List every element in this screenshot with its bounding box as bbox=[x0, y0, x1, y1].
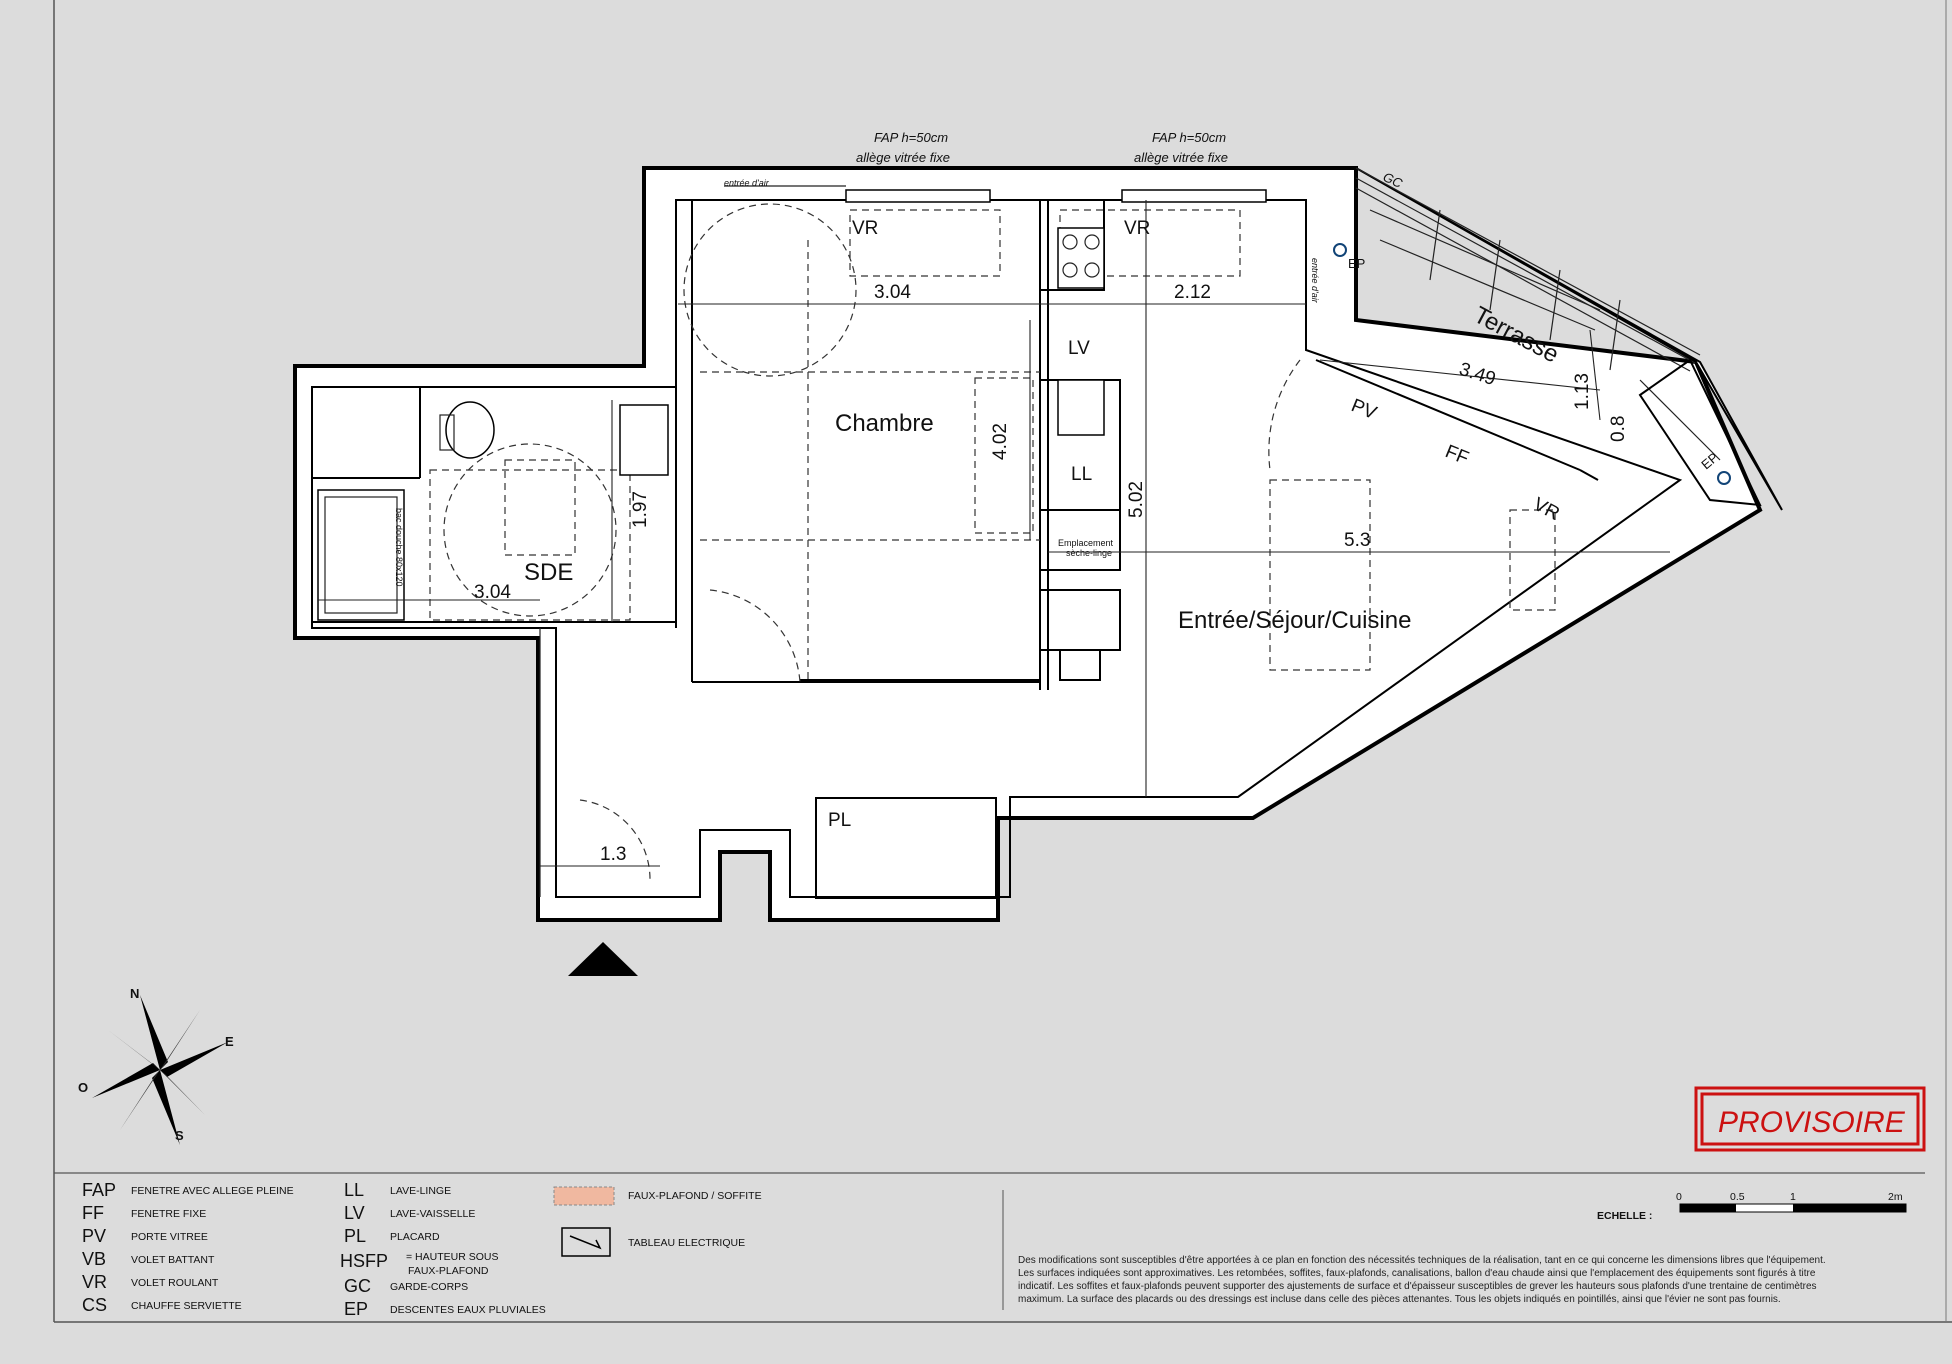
dim-chambre-depth: 4.02 bbox=[990, 423, 1011, 460]
legend-code: PV bbox=[82, 1226, 106, 1246]
faux-plafond-label: FAUX-PLAFOND / SOFFITE bbox=[628, 1190, 762, 1202]
legend-code: VR bbox=[82, 1272, 107, 1292]
provisoire-stamp: PROVISOIRE bbox=[1694, 1086, 1926, 1152]
dim-sejour-width: 5.3 bbox=[1344, 530, 1370, 551]
room-label-chambre: Chambre bbox=[835, 410, 934, 437]
legend-desc: LAVE-LINGE bbox=[390, 1185, 451, 1197]
terrace bbox=[1315, 167, 1783, 511]
room-label-sejour: Entrée/Séjour/Cuisine bbox=[1178, 607, 1411, 634]
scale-tick: 2m bbox=[1888, 1191, 1903, 1203]
gc-label: GC bbox=[1381, 169, 1406, 191]
legend-column-2: LL LAVE-LINGE LV LAVE-VAISSELLE PL PLACA… bbox=[340, 1180, 546, 1319]
fap-label-2: FAP h=50cm bbox=[1152, 130, 1226, 145]
dim-entree-width: 1.3 bbox=[600, 844, 626, 865]
legend-code: VB bbox=[82, 1249, 106, 1269]
compass-south: S bbox=[175, 1128, 184, 1143]
dim-sde-width: 3.04 bbox=[474, 582, 511, 603]
legend-code: FF bbox=[82, 1203, 104, 1223]
dim-sde-depth: 1.97 bbox=[630, 491, 651, 528]
entree-air-label-top: entrée d'air bbox=[724, 178, 770, 188]
legend-desc: PORTE VITREE bbox=[131, 1231, 208, 1243]
legend-desc: VOLET ROULANT bbox=[131, 1277, 219, 1289]
ll-label: LL bbox=[1071, 464, 1092, 485]
apartment-walls bbox=[293, 166, 1763, 922]
dim-chambre-width: 3.04 bbox=[874, 282, 911, 303]
compass-rose: N E S O bbox=[78, 986, 234, 1145]
lv-label: LV bbox=[1068, 338, 1090, 359]
vr-label-1: VR bbox=[852, 218, 878, 239]
dimension-lines bbox=[318, 200, 1670, 867]
tableau-electrique-icon bbox=[561, 1227, 611, 1257]
legend-desc: = HAUTEUR SOUS bbox=[406, 1251, 498, 1263]
legend-code: LL bbox=[344, 1180, 364, 1200]
entrance-marker bbox=[568, 942, 638, 976]
legend-code: GC bbox=[344, 1276, 371, 1296]
legend-desc: FENETRE FIXE bbox=[131, 1208, 206, 1220]
compass-west: O bbox=[78, 1080, 88, 1095]
scale-label: ECHELLE : bbox=[1597, 1210, 1652, 1222]
scale-tick: 0 bbox=[1676, 1191, 1682, 1203]
legend-desc: DESCENTES EAUX PLUVIALES bbox=[390, 1304, 546, 1316]
legend-desc: FENETRE AVEC ALLEGE PLEINE bbox=[131, 1185, 294, 1197]
legend-desc: VOLET BATTANT bbox=[131, 1254, 215, 1266]
legend-code: PL bbox=[344, 1226, 366, 1246]
note-line: indicatif. Les soffites et faux-plafonds… bbox=[1018, 1281, 1817, 1292]
windows bbox=[724, 185, 1267, 203]
note-line: maximum. La surface des placards ou des … bbox=[1018, 1294, 1781, 1305]
dim-sejour-depth: 5.02 bbox=[1126, 481, 1147, 518]
pl-label: PL bbox=[828, 810, 851, 831]
emplacement-label: Emplacement bbox=[1058, 538, 1114, 548]
fap-sub-label-2: allège vitrée fixe bbox=[1134, 150, 1228, 165]
dim-cuisine-width: 2.12 bbox=[1174, 282, 1211, 303]
legend-desc: LAVE-VAISSELLE bbox=[390, 1208, 475, 1220]
legend-code: LV bbox=[344, 1203, 365, 1223]
legend-code: FAP bbox=[82, 1180, 116, 1200]
dim-terrasse-depth: 1.13 bbox=[1572, 373, 1593, 410]
disclaimer-notes: Des modifications sont susceptibles d'êt… bbox=[1018, 1255, 1826, 1305]
scale-tick: 1 bbox=[1790, 1191, 1796, 1203]
faux-plafond-swatch bbox=[553, 1186, 615, 1206]
tableau-electrique-label: TABLEAU ELECTRIQUE bbox=[628, 1237, 745, 1249]
fap-label-1: FAP h=50cm bbox=[874, 130, 948, 145]
dim-terrasse-small: 0.8 bbox=[1608, 416, 1629, 442]
room-label-sde: SDE bbox=[524, 559, 573, 586]
scale-bar: ECHELLE : 0 0.5 1 2m bbox=[1597, 1191, 1907, 1222]
ep-label-1: EP bbox=[1348, 256, 1365, 271]
compass-north: N bbox=[130, 986, 139, 1001]
entree-air-label-side: entrée d'air bbox=[1310, 258, 1320, 304]
vr-label-2: VR bbox=[1124, 218, 1150, 239]
legend-code: HSFP bbox=[340, 1251, 388, 1271]
legend-desc: CHAUFFE SERVIETTE bbox=[131, 1300, 242, 1312]
note-line: Les surfaces indiquées sont approximativ… bbox=[1018, 1268, 1816, 1279]
fap-sub-label-1: allège vitrée fixe bbox=[856, 150, 950, 165]
legend-code: CS bbox=[82, 1295, 107, 1315]
bathroom-fixtures bbox=[317, 227, 1105, 621]
emplacement-sub-label: sèche-linge bbox=[1066, 548, 1112, 558]
legend-desc-2: FAUX-PLAFOND bbox=[408, 1265, 489, 1277]
scale-tick: 0.5 bbox=[1730, 1191, 1745, 1203]
compass-east: E bbox=[225, 1034, 234, 1049]
bac-douche-label: bac douche 80x120 bbox=[394, 508, 404, 587]
provisoire-text: PROVISOIRE bbox=[1718, 1106, 1906, 1139]
legend-desc: PLACARD bbox=[390, 1231, 440, 1243]
legend-code: EP bbox=[344, 1299, 368, 1319]
partitions bbox=[312, 199, 1121, 899]
note-line: Des modifications sont susceptibles d'êt… bbox=[1018, 1255, 1826, 1266]
legend-column-3: FAUX-PLAFOND / SOFFITE TABLEAU ELECTRIQU… bbox=[553, 1186, 762, 1257]
legend-column-1: FAP FENETRE AVEC ALLEGE PLEINE FF FENETR… bbox=[82, 1180, 294, 1315]
legend-desc: GARDE-CORPS bbox=[390, 1281, 468, 1293]
